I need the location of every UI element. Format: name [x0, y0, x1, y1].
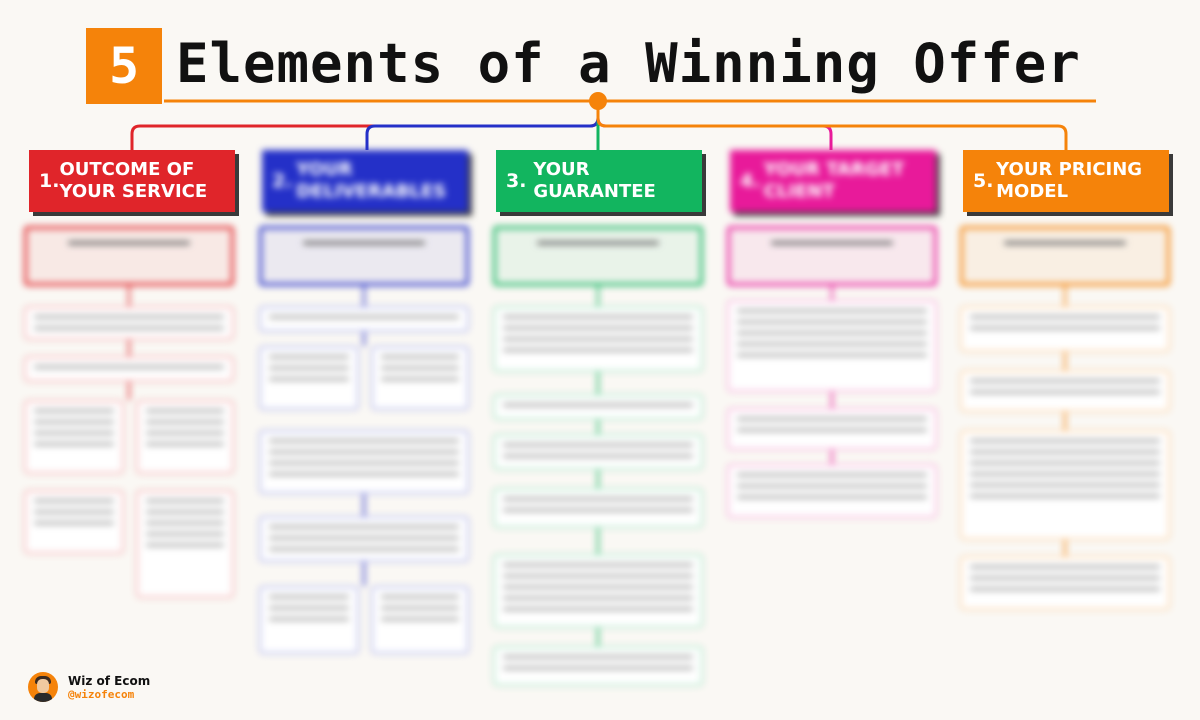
- detail-card: [371, 586, 469, 654]
- flow-arrow: [363, 332, 365, 346]
- flow-arrow: [363, 286, 365, 306]
- flow-arrow: [1064, 412, 1066, 430]
- flow-arrow: [1064, 286, 1066, 306]
- detail-card: [24, 490, 124, 554]
- element-header-2: 2. YOUR DELIVERABLES: [262, 150, 468, 212]
- detail-card: [493, 434, 703, 470]
- element-header-3: 3. YOUR GUARANTEE: [496, 150, 702, 212]
- flow-arrow: [597, 420, 599, 434]
- summary-card: [24, 226, 234, 286]
- flow-arrow: [128, 340, 130, 356]
- detail-card: [24, 400, 124, 474]
- detail-card: [727, 300, 937, 392]
- flow-arrow: [831, 450, 833, 464]
- author-handle[interactable]: @wizofecom: [68, 687, 135, 701]
- element-header-5: 5. YOUR PRICING MODEL: [963, 150, 1169, 212]
- element-header-4: 4. YOUR TARGET CLIENT: [730, 150, 936, 212]
- flow-arrow: [1064, 540, 1066, 556]
- element-label: YOUR GUARANTEE: [533, 159, 656, 202]
- avatar-icon: [28, 672, 58, 702]
- element-details-2: [259, 226, 469, 654]
- element-number: 1.: [39, 170, 60, 192]
- detail-card: [960, 306, 1170, 352]
- detail-card: [960, 430, 1170, 540]
- element-number: 3.: [506, 170, 527, 192]
- title: 5 Elements of a Winning Offer: [86, 28, 1098, 106]
- connector-hub: [589, 92, 607, 110]
- element-label: YOUR TARGET CLIENT: [763, 159, 905, 202]
- summary-card: [960, 226, 1170, 286]
- flow-arrow: [597, 528, 599, 554]
- detail-card: [136, 490, 234, 598]
- detail-card: [493, 394, 703, 420]
- flow-arrow: [128, 286, 130, 306]
- element-label: OUTCOME OF YOUR SERVICE: [59, 159, 208, 202]
- element-label: YOUR PRICING MODEL: [996, 159, 1143, 202]
- flow-arrow: [831, 392, 833, 408]
- flow-arrow: [597, 470, 599, 488]
- element-details-3: [493, 226, 703, 686]
- detail-card: [493, 646, 703, 686]
- detail-card: [259, 346, 359, 410]
- detail-card: [960, 370, 1170, 412]
- page-title: Elements of a Winning Offer: [176, 32, 1081, 95]
- element-number: 2.: [272, 170, 293, 192]
- element-label: YOUR DELIVERABLES: [296, 159, 447, 202]
- detail-card: [493, 306, 703, 372]
- detail-card: [24, 356, 234, 382]
- flow-arrow: [1064, 352, 1066, 370]
- summary-card: [259, 226, 469, 286]
- title-number-badge: 5: [86, 28, 162, 104]
- element-number: 5.: [973, 170, 994, 192]
- detail-card: [136, 400, 234, 474]
- element-details-1: [24, 226, 234, 598]
- connector-2: [365, 101, 600, 150]
- flow-arrow: [597, 628, 599, 646]
- element-details-5: [960, 226, 1170, 610]
- detail-card: [259, 306, 469, 332]
- detail-card: [727, 464, 937, 518]
- footer: Wiz of Ecom @wizofecom: [28, 672, 150, 702]
- detail-card: [259, 430, 469, 494]
- flow-arrow: [597, 286, 599, 306]
- detail-card: [24, 306, 234, 340]
- detail-card: [259, 516, 469, 562]
- connector-5: [596, 101, 1068, 150]
- element-number: 4.: [740, 170, 761, 192]
- flow-arrow: [363, 562, 365, 586]
- detail-card: [371, 346, 469, 410]
- flow-arrow: [597, 372, 599, 394]
- summary-card: [493, 226, 703, 286]
- flow-arrow: [128, 382, 130, 400]
- detail-card: [727, 408, 937, 450]
- summary-card: [727, 226, 937, 286]
- flow-arrow: [363, 494, 365, 516]
- detail-card: [493, 488, 703, 528]
- element-details-4: [727, 226, 937, 518]
- flow-arrow: [831, 286, 833, 300]
- detail-card: [493, 554, 703, 628]
- detail-card: [259, 586, 359, 654]
- author-name: Wiz of Ecom: [68, 673, 151, 688]
- detail-card: [960, 556, 1170, 610]
- element-header-1: 1. OUTCOME OF YOUR SERVICE: [29, 150, 235, 212]
